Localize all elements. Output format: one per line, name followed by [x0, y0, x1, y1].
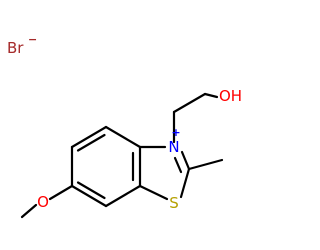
bond-c7-c7a — [104, 184, 142, 208]
nitrogen-label: N — [168, 138, 179, 156]
thiazolium-ring — [138, 145, 191, 201]
double-bond-c4-c5 — [76, 133, 106, 152]
bond-c2-s — [179, 167, 191, 199]
ether-oxygen-label: O — [37, 193, 49, 211]
bond-o-methyl — [20, 203, 38, 219]
substituents — [20, 92, 224, 219]
bond-c2-methyl — [187, 158, 224, 171]
bond-ch2-ch2 — [172, 92, 207, 114]
bond-c3a-c4 — [104, 125, 142, 149]
bond-c4-c5 — [70, 125, 108, 149]
bond-s-c7a — [138, 184, 169, 201]
molecule-structure: Br − N + S OH O — [7, 33, 242, 219]
bond-c5-o — [48, 184, 74, 201]
hydroxyl-label: OH — [219, 87, 242, 105]
bond-ch2-oh — [203, 92, 219, 99]
bond-c6-c7 — [70, 184, 108, 208]
nitrogen-charge: + — [171, 126, 180, 139]
bromide-label: Br — [7, 39, 24, 57]
benzene-ring — [70, 125, 142, 208]
double-bond-c6-c7 — [76, 181, 106, 200]
bond-n-c2 — [180, 150, 191, 171]
sulfur-label: S — [169, 194, 179, 212]
bromide-charge: − — [28, 33, 37, 46]
double-bond-n-c2 — [173, 156, 183, 174]
